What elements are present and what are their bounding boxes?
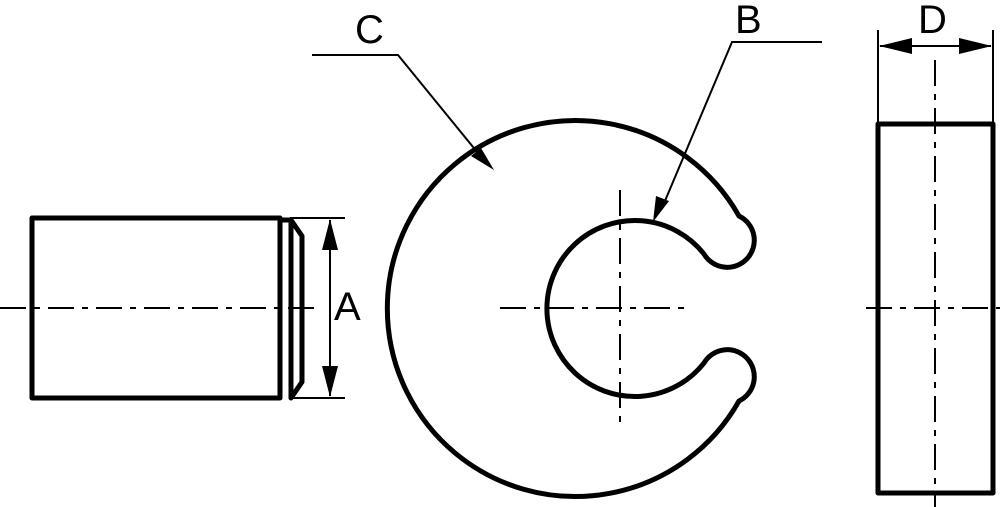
ring-edge-view: D <box>866 0 1000 507</box>
leader-c-arrow <box>471 148 494 170</box>
dimension-a-arrow-top <box>322 219 338 250</box>
leader-b-line <box>661 41 822 209</box>
ring-edge-outline <box>875 121 996 496</box>
dimension-d-arrow-right <box>959 38 992 54</box>
label-a: A <box>334 285 361 329</box>
leader-b-arrow <box>653 196 669 222</box>
pin-body-outline <box>29 215 283 401</box>
leader-c-line <box>312 54 483 159</box>
label-b: B <box>735 0 762 42</box>
ring-face-view: C B <box>312 0 822 499</box>
pin-side-view: A <box>0 215 361 401</box>
label-c: C <box>355 8 384 52</box>
ring-outline <box>384 118 757 499</box>
dimension-a-arrow-bottom <box>322 366 338 397</box>
label-d: D <box>918 0 947 42</box>
dimension-d-arrow-left <box>879 38 912 54</box>
